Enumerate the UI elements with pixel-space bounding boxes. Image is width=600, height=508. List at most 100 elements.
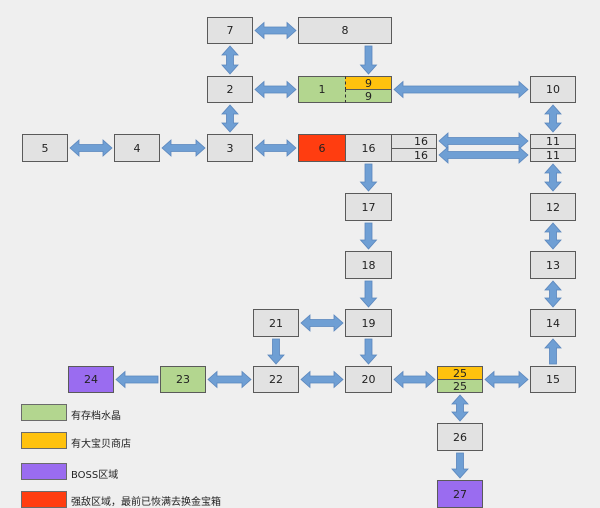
node-16-bottom-label: 16 (414, 148, 428, 162)
node-14-label: 14 (546, 316, 560, 330)
node-26-label: 26 (453, 430, 467, 444)
node-21: 21 (253, 309, 299, 337)
arrow-17-18 (359, 222, 378, 250)
legend-label-shop: 有大宝贝商店 (71, 439, 131, 450)
arrow-7-2 (221, 45, 239, 75)
node-7-label: 7 (226, 24, 234, 37)
arrow-18-19 (359, 280, 378, 308)
node-12-label: 12 (546, 200, 560, 214)
node-17-label: 17 (361, 200, 376, 214)
node-9-top: 9 (345, 76, 392, 90)
node-11-top-label: 11 (546, 135, 560, 148)
node-18-label: 18 (361, 258, 376, 272)
node-7: 7 (207, 17, 253, 44)
arrow-23-24 (115, 370, 159, 389)
node-6-label: 6 (318, 141, 326, 155)
node-6: 6 (298, 134, 346, 162)
arrow-12-13 (544, 222, 562, 250)
node-1-label: 1 (318, 83, 326, 96)
legend-swatch-boss (21, 463, 67, 480)
node-11-bottom: 11 (530, 148, 576, 162)
node-25-top: 25 (437, 366, 483, 380)
node-4: 4 (114, 134, 160, 162)
arrow-22-20 (300, 370, 344, 389)
node-25-bottom: 25 (437, 379, 483, 393)
node-21-label: 21 (269, 316, 283, 330)
node-27-label: 27 (453, 488, 467, 501)
node-16-bottom: 16 (391, 148, 437, 162)
node-3-label: 3 (226, 141, 234, 155)
arrow-8-9 (359, 45, 378, 75)
node-22-label: 22 (269, 373, 283, 386)
arrow-20-25 (393, 370, 436, 389)
arrow-21-22 (267, 338, 285, 365)
node-19-label: 19 (361, 316, 376, 330)
node-13-label: 13 (546, 258, 560, 272)
node-15-label: 15 (546, 373, 560, 386)
node-13: 13 (530, 251, 576, 279)
node-23-label: 23 (176, 373, 190, 386)
arrow-3-6 (254, 139, 297, 157)
node-9-top-label: 9 (365, 76, 372, 90)
node-11-bottom-label: 11 (546, 148, 560, 162)
node-27: 27 (437, 480, 483, 508)
arrow-25-15 (484, 370, 529, 389)
node-16-top-label: 16 (414, 135, 428, 148)
arrow-7-8 (254, 21, 297, 40)
node-16-label: 16 (361, 141, 376, 155)
arrow-14-15 (544, 338, 562, 365)
legend-swatch-save-crystal (21, 404, 67, 421)
node-17: 17 (345, 193, 392, 221)
node-14: 14 (530, 309, 576, 337)
arrow-26-27 (451, 452, 469, 479)
arrow-16-11-top (438, 132, 529, 150)
node-25-top-label: 25 (453, 366, 467, 380)
node-4-label: 4 (133, 141, 141, 155)
arrow-25-26 (451, 394, 469, 422)
arrow-16-11-bottom (438, 146, 529, 164)
node-25-bottom-label: 25 (453, 379, 467, 393)
node-23: 23 (160, 366, 206, 393)
node-2-label: 2 (226, 83, 234, 96)
node-5: 5 (22, 134, 68, 162)
arrow-2-1 (254, 80, 297, 99)
node-20-label: 20 (361, 373, 376, 386)
node-19: 19 (345, 309, 392, 337)
arrow-10-11 (544, 104, 562, 133)
node-26: 26 (437, 423, 483, 451)
arrow-11-12 (544, 163, 562, 192)
arrow-2-3 (221, 104, 239, 133)
node-16: 16 (345, 134, 392, 162)
node-8-label: 8 (341, 24, 349, 37)
node-8: 8 (298, 17, 392, 44)
node-24-label: 24 (84, 373, 98, 386)
node-3: 3 (207, 134, 253, 162)
legend-label-save-crystal: 有存档水晶 (71, 411, 121, 422)
node-18: 18 (345, 251, 392, 279)
arrow-4-3 (161, 139, 206, 157)
legend-swatch-strong-enemy (21, 491, 67, 508)
legend-swatch-shop (21, 432, 67, 449)
node-9-bottom: 9 (345, 89, 392, 103)
node-2: 2 (207, 76, 253, 103)
node-5-label: 5 (41, 141, 49, 155)
arrow-23-22 (207, 370, 252, 389)
node-1: 1 (298, 76, 346, 103)
node-11-top: 11 (530, 134, 576, 149)
arrow-5-4 (69, 139, 113, 157)
node-20: 20 (345, 366, 392, 393)
arrow-16-17 (359, 163, 378, 192)
node-16-top: 16 (391, 134, 437, 149)
arrow-19-20 (359, 338, 378, 365)
node-24: 24 (68, 366, 114, 393)
arrow-21-19 (300, 314, 344, 332)
node-10-label: 10 (546, 83, 560, 96)
node-22: 22 (253, 366, 299, 393)
arrow-13-14 (544, 280, 562, 308)
node-15: 15 (530, 366, 576, 393)
node-12: 12 (530, 193, 576, 221)
arrow-9-10 (393, 80, 529, 99)
legend-label-boss: BOSS区域 (71, 470, 119, 481)
